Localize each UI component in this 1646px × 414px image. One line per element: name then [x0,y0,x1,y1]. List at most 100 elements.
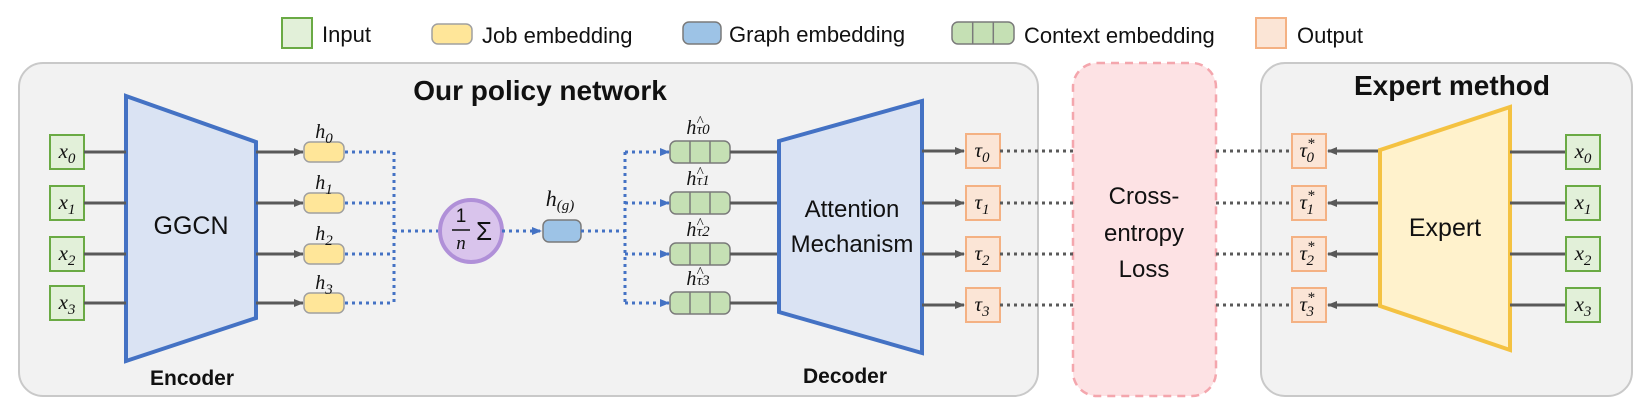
expert-output-label: τ*0 [1299,136,1315,166]
loss-label-line3: Loss [1119,256,1170,283]
input-box [49,185,85,221]
job-embedding-box [303,292,345,314]
policy-input-x1: x1 [49,185,126,221]
output-box [1291,133,1327,169]
input-label: x0 [58,139,76,167]
input-box [1565,134,1601,170]
input-label: x1 [1574,190,1592,218]
policy-output-tau3: τ3 [922,287,1073,323]
expert-name: Expert [1409,214,1481,242]
legend-label-context: Context embedding [1024,23,1215,48]
mean-pool-circle [438,198,504,264]
expert-output-tau3: τ*3 [1216,287,1380,323]
output-box [965,287,1001,323]
output-label: τ3 [974,292,989,320]
graph-embedding-label: h(g) [546,186,575,214]
expert-output-tau1: τ*1 [1216,185,1380,221]
legend-swatch-output [1255,17,1287,49]
policy-outputs: τ0 τ1 τ2 τ3 [922,133,1073,323]
expert-trapezoid [1378,104,1512,353]
legend-swatch-job [431,23,473,45]
encoder-label: Encoder [150,367,234,390]
job-embedding-label: h3 [315,272,333,298]
expert-output-label: τ*2 [1299,239,1315,269]
output-label: τ0 [974,138,990,166]
context-embedding-3: h^τ3 [625,265,779,315]
output-box [1291,287,1327,323]
context-embedding-label: h^τ0 [686,114,710,139]
context-embedding-0: h^τ0 [625,114,779,164]
input-label: x2 [58,241,76,269]
cross-entropy-loss-box [1071,61,1218,398]
input-label: x0 [1574,139,1592,167]
expert-inputs: x0 x1 x2 x3 [1510,134,1601,323]
policy-output-tau2: τ2 [922,236,1073,272]
expert-input-x3: x3 [1510,287,1601,323]
legend: Input Job embedding Graph embedding Cont… [281,17,1363,49]
context-embedding-label: h^τ2 [686,216,710,241]
expert-input-x0: x0 [1510,134,1601,170]
expert-output-tau2: τ*2 [1216,236,1380,272]
decoder-label: Decoder [803,365,887,388]
context-embedding-label: h^τ1 [686,165,709,190]
loss-label-line1: Cross- [1109,183,1180,210]
input-label: x3 [1574,292,1592,320]
job-embedding-label: h0 [315,121,333,147]
job-embedding-h1: h1 [256,172,394,214]
expert-output-tau0: τ*0 [1216,133,1380,169]
legend-label-graph: Graph embedding [729,22,905,47]
output-box [965,185,1001,221]
legend-label-output: Output [1297,23,1363,48]
policy-network-title: Our policy network [413,75,667,106]
input-box [49,236,85,272]
expert-method-title: Expert method [1354,70,1550,101]
output-box [1291,185,1327,221]
legend-swatch-graph [682,21,722,45]
expert-output-label: τ*3 [1299,290,1315,320]
job-embedding-h0: h0 [256,121,394,163]
encoder-inputs: x0 x1 x2 x3 [49,134,126,321]
input-box [49,285,85,321]
context-embedding-label: h^τ3 [686,265,709,290]
input-label: x2 [1574,241,1592,269]
expert-input-x1: x1 [1510,185,1601,221]
expert-output-label: τ*1 [1299,188,1315,218]
legend-swatch-context [951,21,1015,45]
input-label: x3 [58,290,76,318]
mean-pool-operator: 1 n Σ [438,198,504,264]
legend-item-graph-embedding: Graph embedding [682,21,905,47]
output-box [965,133,1001,169]
job-embedding-box [303,243,345,265]
loss-label-line2: entropy [1104,220,1184,247]
expert-outputs: τ*0 τ*1 τ*2 τ*3 [1216,133,1380,323]
sum-symbol: Σ [476,216,492,246]
policy-input-x3: x3 [49,285,126,321]
legend-item-job-embedding: Job embedding [431,23,632,48]
mean-pool-denominator: n [456,233,466,254]
context-embedding-box [669,242,731,266]
context-embedding-box [669,140,731,164]
policy-input-x0: x0 [49,134,126,170]
policy-input-x2: x2 [49,236,126,272]
job-embedding-label: h1 [315,172,333,198]
context-embedding-box [669,291,731,315]
policy-output-tau1: τ1 [922,185,1073,221]
legend-swatch-input [281,17,313,49]
job-embedding-label: h2 [315,223,333,249]
legend-label-input: Input [322,22,371,47]
encoder-name: GGCN [154,212,229,240]
decoder-name-line1: Attention [805,196,900,223]
legend-item-input: Input [281,17,371,49]
legend-item-output: Output [1255,17,1363,49]
input-box [1565,236,1601,272]
context-embedding-2: h^τ2 [625,216,779,266]
mean-pool-numerator: 1 [456,206,467,227]
job-embedding-h3: h3 [256,272,394,314]
job-embedding-box [303,141,345,163]
output-box [1291,236,1327,272]
expert-input-x2: x2 [1510,236,1601,272]
encoder-trapezoid [124,93,258,364]
legend-label-job: Job embedding [482,23,632,48]
graph-embedding: h(g) [542,152,627,303]
policy-output-tau0: τ0 [922,133,1073,169]
